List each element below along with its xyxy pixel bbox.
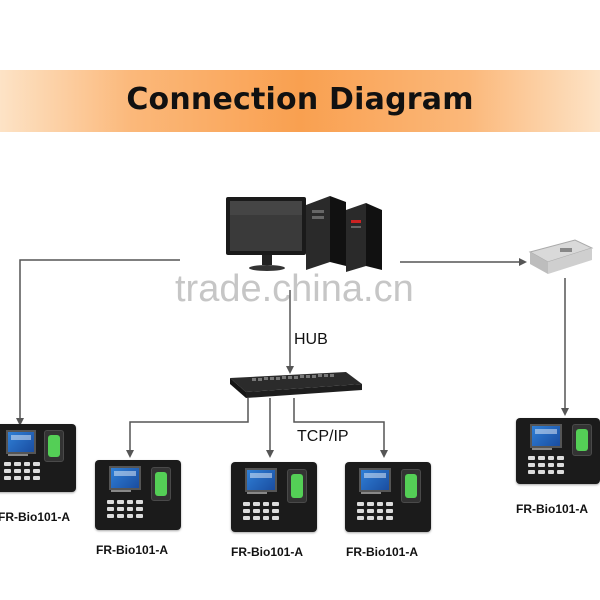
device-label: FR-Bio101-A bbox=[0, 510, 71, 524]
fingerprint-sensor-icon bbox=[151, 467, 171, 501]
wire-hub-to-device-4 bbox=[293, 398, 385, 452]
diagram-title: Connection Diagram bbox=[126, 82, 474, 117]
arrow-converter bbox=[519, 258, 527, 266]
computer-icon bbox=[226, 196, 382, 272]
fingerprint-sensor-icon bbox=[572, 424, 592, 456]
wire-computer-to-left-device bbox=[19, 259, 180, 420]
arrow-hub bbox=[286, 366, 294, 374]
arrow-right-device bbox=[561, 408, 569, 416]
fingerprint-terminal bbox=[516, 418, 600, 484]
arrow-device-2 bbox=[126, 450, 134, 458]
fingerprint-sensor-icon bbox=[44, 430, 64, 462]
fingerprint-terminal bbox=[95, 460, 181, 530]
device-label: FR-Bio101-A bbox=[96, 543, 169, 557]
fingerprint-terminal bbox=[345, 462, 431, 532]
fingerprint-terminal bbox=[0, 424, 76, 492]
device-label: FR-Bio101-A bbox=[231, 545, 304, 559]
arrow-device-4 bbox=[380, 450, 388, 458]
watermark: trade.china.cn bbox=[175, 268, 414, 310]
fingerprint-sensor-icon bbox=[287, 469, 307, 503]
arrow-left-device bbox=[16, 418, 24, 426]
device-label: FR-Bio101-A bbox=[346, 545, 419, 559]
title-banner bbox=[0, 70, 600, 132]
fingerprint-sensor-icon bbox=[401, 469, 421, 503]
hub-icon bbox=[230, 372, 362, 398]
arrow-device-3 bbox=[266, 450, 274, 458]
wire-hub-to-device-2 bbox=[129, 398, 249, 452]
converter-icon bbox=[528, 239, 594, 274]
tcpip-label: TCP/IP bbox=[297, 428, 349, 445]
device-label: FR-Bio101-A bbox=[516, 502, 589, 516]
hub-label: HUB bbox=[294, 331, 328, 348]
fingerprint-terminal bbox=[231, 462, 317, 532]
